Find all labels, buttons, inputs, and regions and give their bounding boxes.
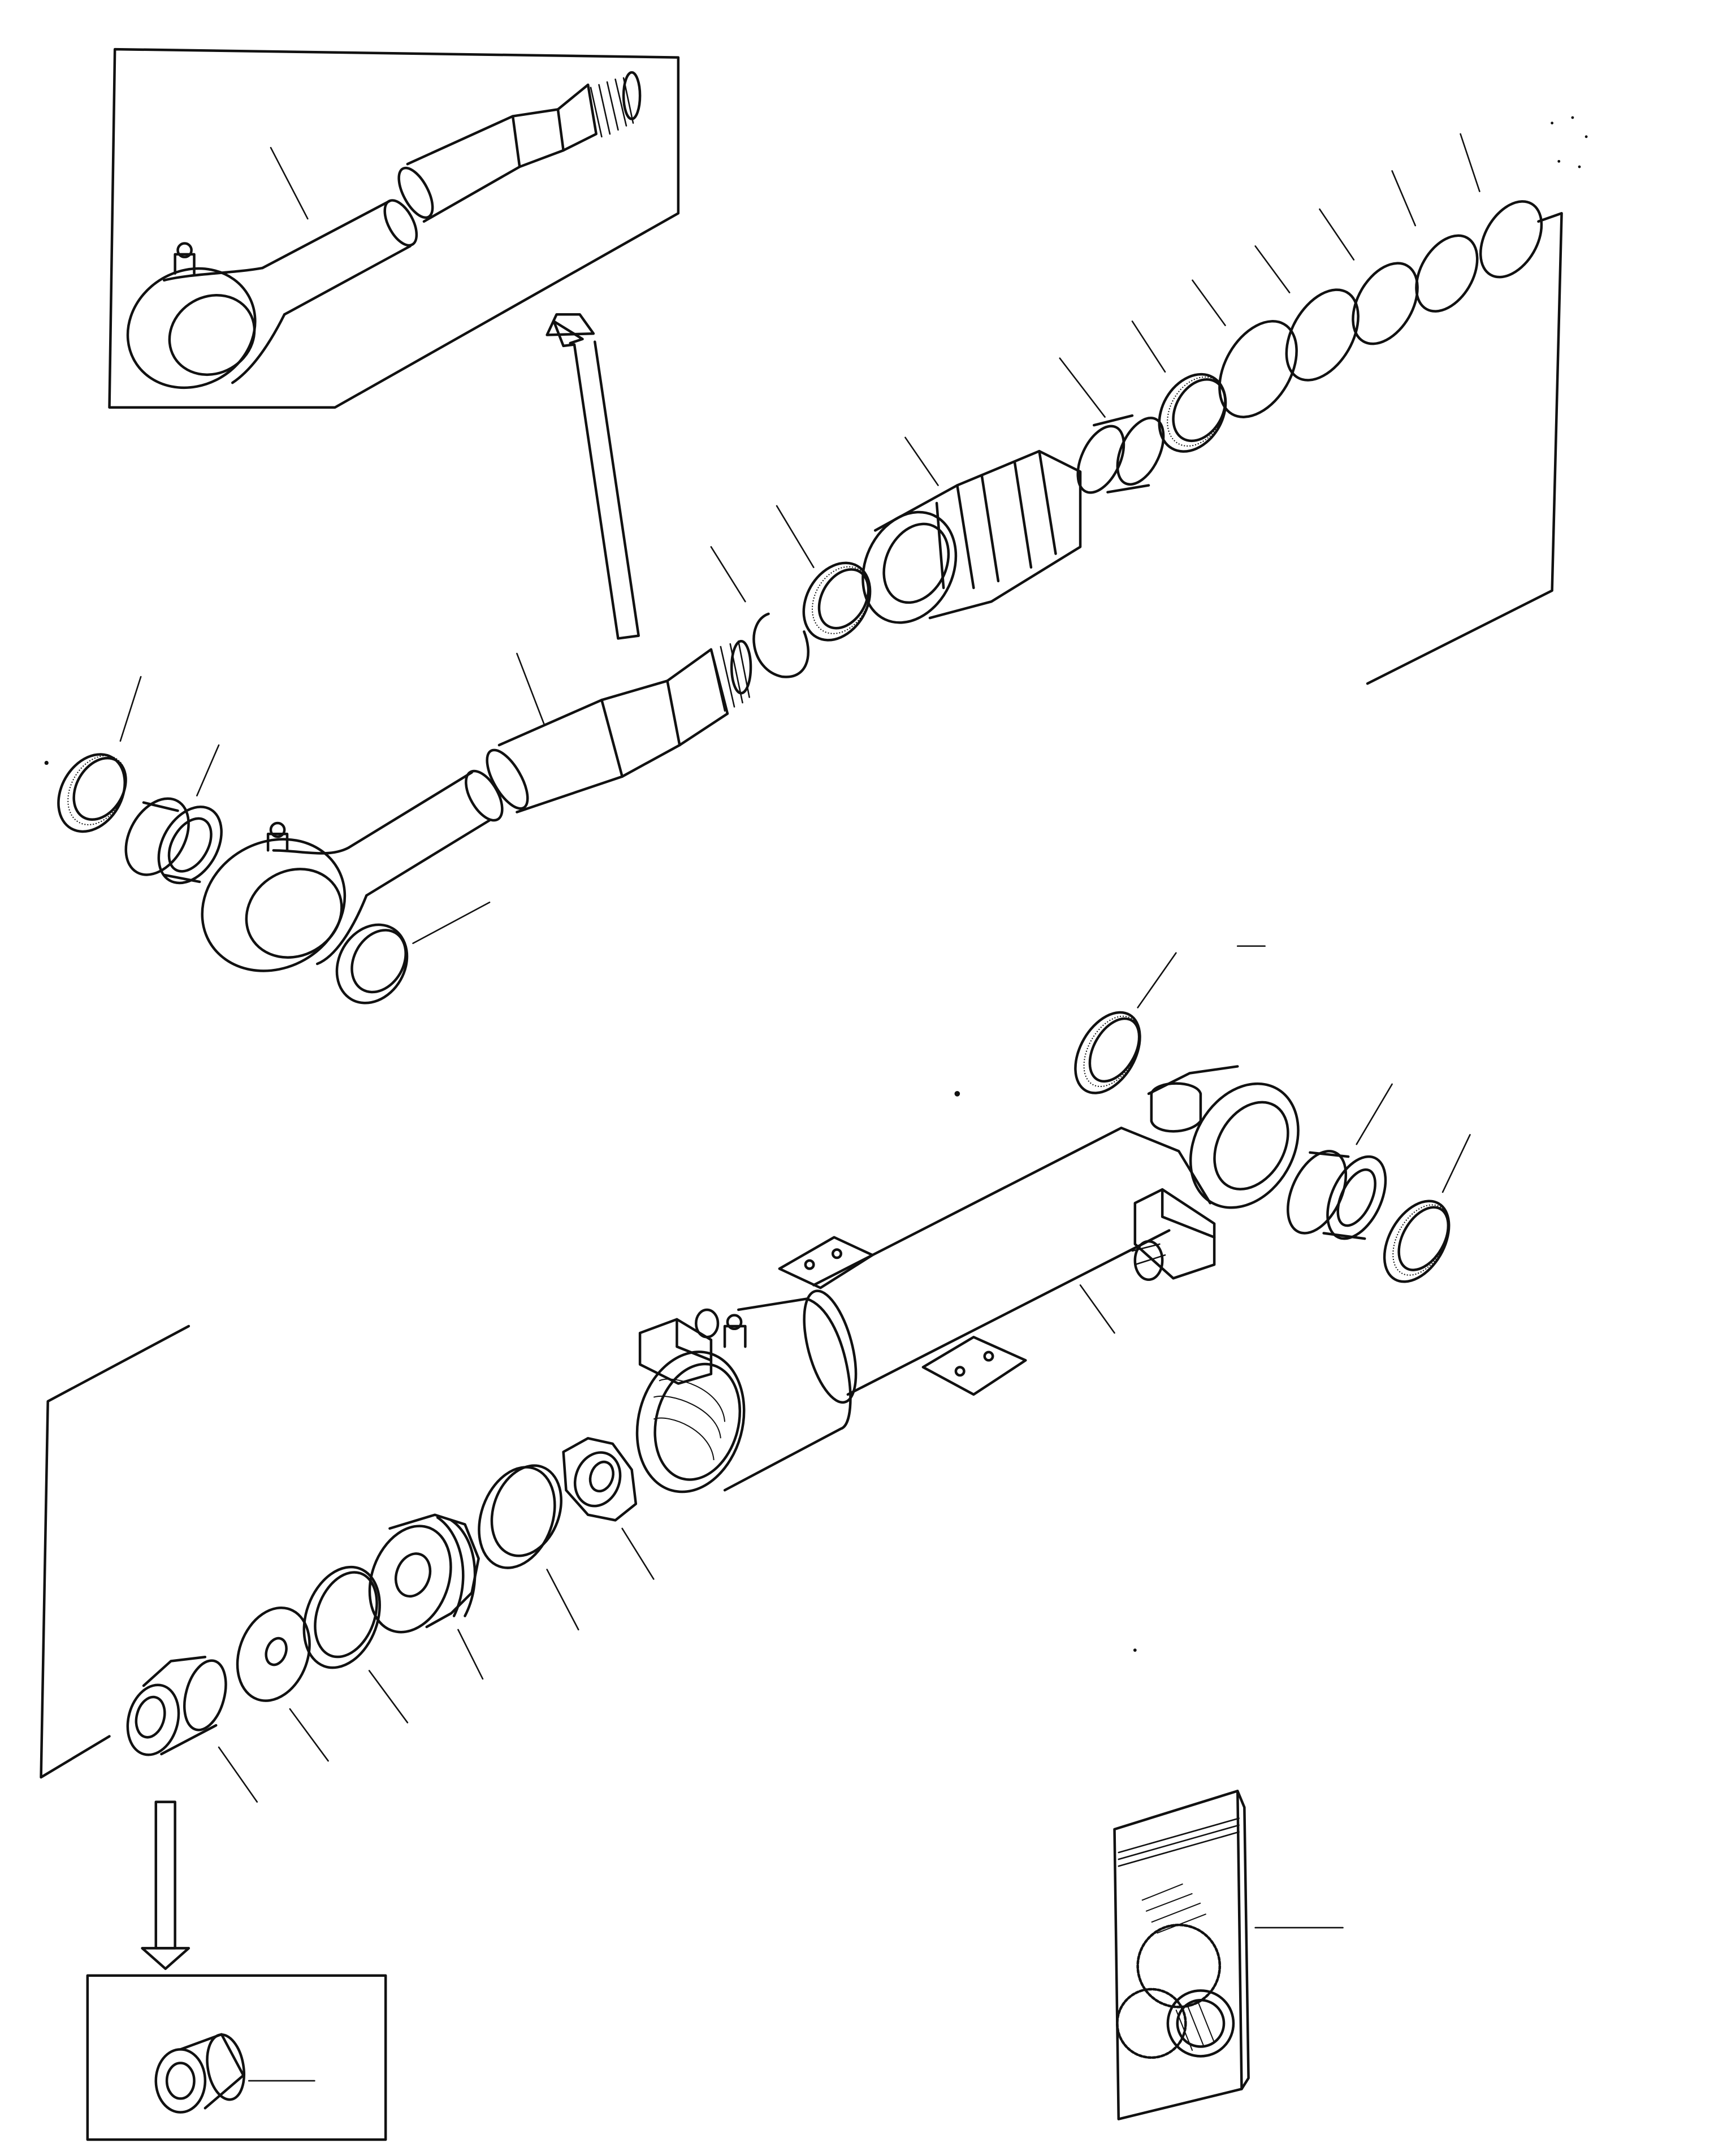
spacer-detail xyxy=(88,1976,386,2140)
seal-ring xyxy=(291,1556,408,1722)
o-ring-3 xyxy=(1319,209,1431,355)
rod-seal-ring xyxy=(323,902,490,1016)
tube-bearing-right xyxy=(1371,1135,1470,1293)
cylinder-head xyxy=(846,438,1080,638)
wear-ring xyxy=(466,1456,578,1630)
tube-bushing xyxy=(1276,1084,1397,1248)
lock-nut xyxy=(564,1438,654,1579)
o-ring-5 xyxy=(1461,134,1555,288)
tube-bearing-top xyxy=(1062,953,1176,1105)
assembly-bracket-left xyxy=(41,1326,189,1777)
spacer xyxy=(120,1656,257,1802)
speckle-marks xyxy=(44,116,1588,1652)
piston-rod xyxy=(178,641,751,996)
piston xyxy=(356,1514,483,1679)
washer xyxy=(225,1597,328,1761)
rod-bearing xyxy=(45,677,141,843)
head-bearing xyxy=(1132,321,1239,463)
o-ring-4 xyxy=(1392,171,1490,322)
o-ring-1 xyxy=(1192,280,1312,431)
detail-arrow-down xyxy=(142,1802,189,1969)
rod-bushing xyxy=(113,745,234,894)
detail-arrow-up xyxy=(547,314,639,638)
cylinder-tube xyxy=(622,1064,1320,1504)
piston-rod-detail xyxy=(106,49,678,410)
assembly-bracket-right xyxy=(1367,213,1562,683)
seal-kit xyxy=(1115,1791,1343,2119)
o-ring-2 xyxy=(1256,246,1373,392)
head-bushing xyxy=(1060,358,1173,500)
needle-ring xyxy=(777,506,884,652)
snap-ring xyxy=(711,547,808,677)
